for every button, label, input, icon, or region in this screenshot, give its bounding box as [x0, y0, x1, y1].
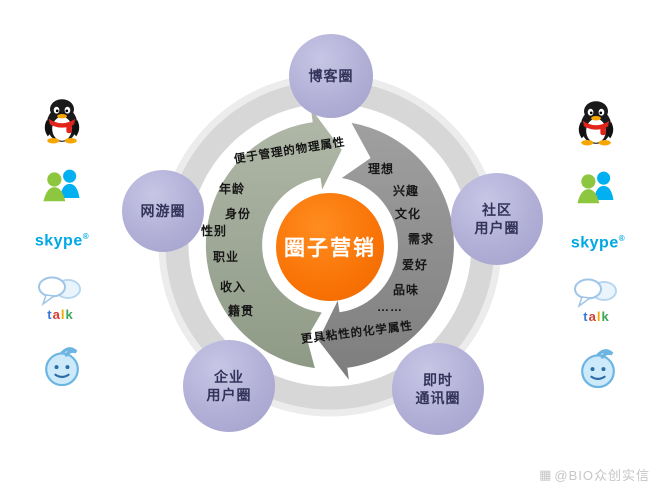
skype-wordmark: skype®: [570, 234, 626, 252]
node-label: 企业 用户圈: [206, 368, 252, 403]
node-label: 博客圈: [308, 67, 354, 84]
msn-messenger-icon: [577, 171, 614, 204]
chemical-item: 理想: [368, 162, 395, 176]
physical-item: 性别: [201, 224, 228, 238]
watermark-text: @BIO众创实信: [554, 468, 650, 483]
skype-icon-right: skype®: [566, 234, 630, 252]
chemical-item: ……: [377, 300, 403, 314]
node-instant-messaging-circle: 即时 通讯圈: [392, 343, 484, 435]
chemical-item: 兴趣: [393, 184, 420, 198]
physical-item: 籍贯: [228, 304, 255, 318]
physical-item: 职业: [213, 250, 240, 264]
baidu-hi-icon-left: [38, 342, 86, 390]
qq-icon-right: [572, 98, 620, 146]
physical-item: 身份: [225, 207, 252, 221]
node-online-game-circle: 网游圈: [122, 170, 204, 252]
node-blog-circle: 博客圈: [289, 34, 373, 118]
center-node-circle-marketing: 圈子营销: [276, 193, 384, 301]
speech-bubbles-icon: [38, 276, 81, 306]
watermark-icon: ▦: [539, 466, 553, 482]
node-label: 网游圈: [140, 202, 186, 219]
chemical-item: 文化: [395, 207, 422, 221]
chemical-item: 品味: [393, 283, 420, 297]
skype-wordmark: skype®: [34, 232, 90, 250]
baidu-hi-icon-right: [574, 344, 622, 392]
physical-item: 收入: [220, 280, 247, 294]
baidu-hi-mascot-icon: [45, 347, 79, 387]
center-node-label: 圈子营销: [284, 237, 376, 260]
msn-icon-left: [38, 162, 86, 210]
qq-icon-left: [38, 96, 86, 144]
qq-penguin-icon: [44, 99, 80, 144]
skype-icon-left: skype®: [30, 232, 94, 250]
gray-cycle-arrow: [318, 122, 454, 380]
msn-messenger-icon: [43, 169, 80, 202]
talk-icon-right: t a l k: [572, 278, 620, 324]
node-label: 即时 通讯圈: [415, 371, 461, 406]
watermark: ▦ @BIO众创实信: [539, 465, 650, 484]
talk-icon-left: t a l k: [36, 276, 84, 322]
qq-penguin-icon: [578, 101, 614, 146]
talk-wordmark: t a l k: [583, 309, 609, 324]
node-enterprise-user-circle: 企业 用户圈: [183, 340, 275, 432]
sage-cycle-arrow: [205, 108, 342, 369]
chemical-item: 爱好: [402, 258, 429, 272]
baidu-hi-mascot-icon: [581, 349, 615, 389]
msn-icon-right: [572, 164, 620, 212]
node-label: 社区 用户圈: [474, 201, 520, 236]
talk-wordmark: t a l k: [47, 307, 73, 322]
node-community-user-circle: 社区 用户圈: [451, 173, 543, 265]
chemical-item: 需求: [408, 232, 435, 246]
physical-item: 年龄: [219, 182, 246, 196]
speech-bubbles-icon: [574, 278, 617, 308]
